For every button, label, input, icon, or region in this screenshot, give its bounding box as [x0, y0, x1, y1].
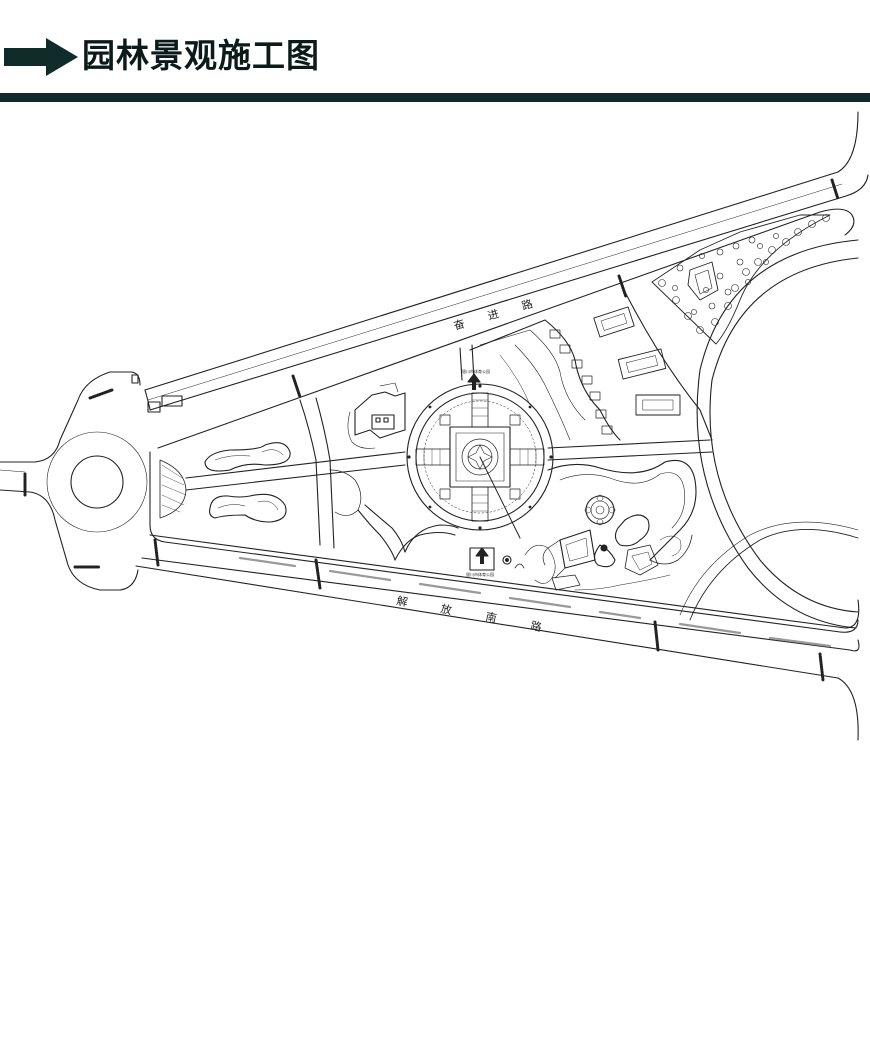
stadium-arc [679, 239, 859, 629]
park-boundary [149, 208, 859, 633]
west-roundabout [0, 371, 183, 591]
south-sign: 银川市体育公园 [466, 547, 525, 577]
south-road-char-3: 南 [484, 610, 497, 625]
southeast-garden [524, 459, 697, 591]
site-plan: 银川市体育公园 银川市体育公园 [0, 111, 869, 741]
main-paths [185, 344, 713, 549]
south-road [135, 534, 860, 741]
north-road-char-1: 奋 [452, 316, 467, 333]
west-entrance-plaza [159, 459, 187, 519]
right-arrow-icon [4, 38, 78, 76]
north-road [144, 111, 869, 411]
header-divider [0, 93, 870, 102]
north-garden [469, 291, 713, 441]
central-plaza: 银川市体育公园 [406, 368, 554, 539]
south-road-char-4: 路 [529, 619, 542, 634]
south-road-char-2: 放 [439, 601, 453, 617]
building-cluster [329, 382, 406, 516]
west-ponds [204, 442, 291, 523]
south-road-char-1: 解 [395, 593, 409, 609]
tree-grove [651, 214, 831, 345]
north-road-char-3: 路 [520, 297, 534, 313]
page-title: 园林景观施工图 [82, 36, 320, 75]
winding-path [357, 504, 459, 561]
page-header: 园林景观施工图 [0, 0, 870, 104]
south-sign-label: 银川市体育公园 [466, 571, 494, 577]
road-labels: 奋 进 路 解 放 南 路 [395, 297, 542, 634]
plaza-sign-label: 银川市体育公园 [462, 368, 490, 374]
north-road-char-2: 进 [486, 307, 500, 323]
